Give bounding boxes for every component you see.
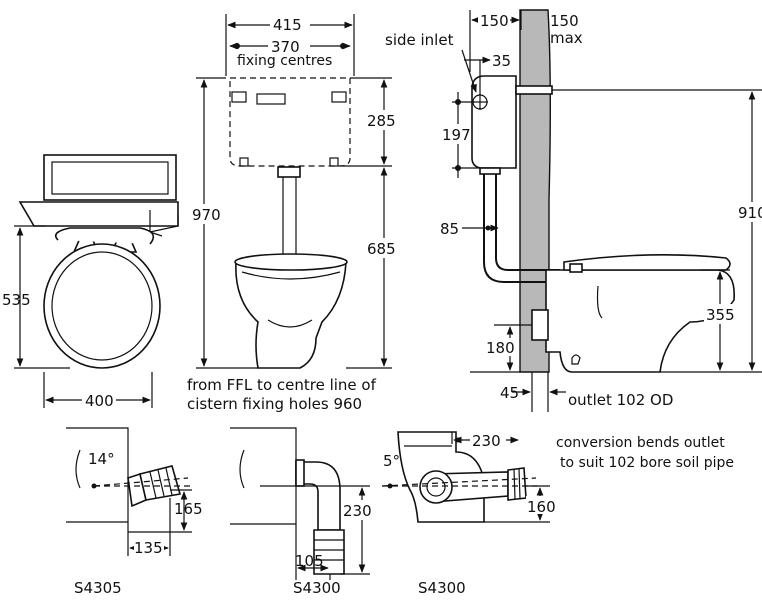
front-cistern-panel [51, 161, 169, 195]
cistern-width-label: 415 [273, 16, 302, 34]
side-pan [545, 269, 735, 373]
outlet-projection-label: 45 [500, 384, 519, 402]
cistern-height-label: 285 [367, 112, 396, 130]
side-pipe-offset-label: 85 [440, 220, 459, 238]
bend-1-dim-a: 165 [174, 500, 203, 518]
front-view: 535 400 [2, 154, 179, 410]
ffl-note-line2: cistern fixing holes 960 [187, 395, 362, 413]
pan-seat [234, 253, 348, 271]
front-pan-top [54, 227, 155, 245]
bend-s4305: 14° 165 135 S4305 [66, 427, 203, 597]
outlet-label: outlet 102 OD [568, 391, 673, 409]
side-max-label: max [550, 29, 583, 47]
side-depth-label: 150 [480, 12, 509, 30]
side-inlet-height-label: 197 [442, 126, 471, 144]
side-outlet [531, 309, 549, 341]
bend-1-code: S4305 [74, 579, 122, 597]
cistern-view: 415 370 fixing centres 970 [187, 14, 402, 413]
bend-3-dim-a: 230 [472, 432, 501, 450]
cistern-top-fitting [515, 85, 553, 95]
bend-1-angle: 14° [88, 450, 115, 468]
side-inlet-offset-label: 35 [492, 52, 511, 70]
front-cistern-shelf [18, 201, 179, 227]
side-cistern [471, 75, 517, 169]
conversion-note-line2: to suit 102 bore soil pipe [560, 455, 734, 471]
bend-2-dim-b: 105 [295, 552, 324, 570]
overall-height-label: 970 [192, 206, 221, 224]
fixing-centres-text: fixing centres [237, 53, 332, 69]
bend-s4300-angled: 5° 230 160 S4300 [381, 430, 558, 597]
side-flush-pipe [483, 170, 560, 283]
conversion-note-line1: conversion bends outlet [556, 435, 725, 451]
bend-3-thread [507, 467, 527, 501]
front-seat-inner [51, 251, 153, 361]
bend-3-code: S4300 [418, 579, 466, 597]
side-overall-height-label: 910 [738, 204, 762, 222]
outlet-height-label: 180 [486, 339, 515, 357]
bend-3-angle: 5° [383, 452, 400, 470]
front-flush-lever [149, 210, 179, 233]
pipe-height-label: 685 [367, 240, 396, 258]
bend-3-dim-b: 160 [527, 498, 556, 516]
side-max-value: 150 [550, 12, 579, 30]
side-view: 150 150 max side inlet 35 197 85 910 355 [385, 9, 762, 412]
bend-s4300-vertical: 230 105 S4300 [230, 427, 376, 597]
side-inlet-label: side inlet [385, 31, 454, 49]
seat-height-label: 355 [706, 306, 735, 324]
front-seat [43, 243, 161, 369]
bend-1-dim-b: 135 [134, 539, 163, 557]
bend-1-thread [139, 465, 182, 501]
side-seat [563, 254, 731, 271]
bend-2-code: S4300 [293, 579, 341, 597]
front-height-label: 535 [2, 291, 31, 309]
ffl-note-line1: from FFL to centre line of [187, 376, 377, 394]
cistern-outline [229, 77, 351, 167]
pan-body [235, 261, 347, 369]
front-width-label: 400 [85, 392, 114, 410]
bend-2-dim-a: 230 [343, 502, 372, 520]
cistern-flush-button [256, 93, 286, 105]
fixing-centres-label: 370 [271, 38, 300, 56]
